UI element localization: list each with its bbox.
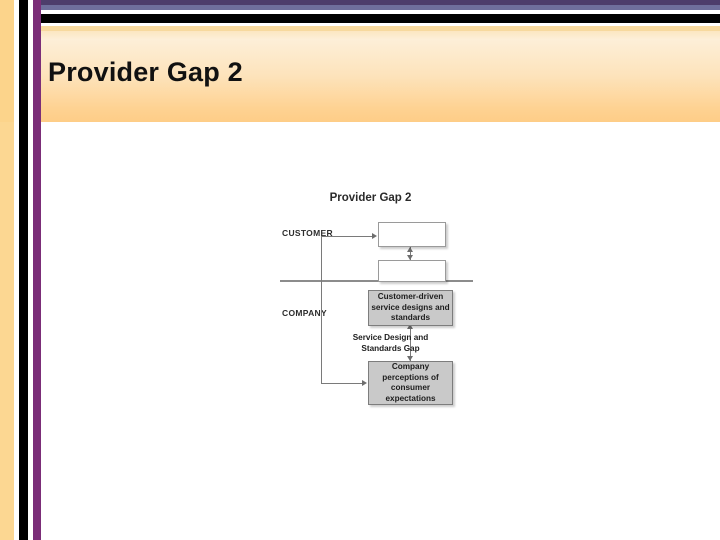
top-stripe-purple-dark (0, 0, 720, 5)
diagram-title: Provider Gap 2 (329, 192, 412, 204)
section-label-company: COMPANY (282, 308, 327, 318)
diagram-box-service-standards: Customer-driven service designs and stan… (368, 290, 453, 326)
header-band (0, 26, 720, 122)
left-stripe-black (19, 0, 28, 540)
connector-customer-vertical (321, 236, 322, 383)
connector-standards-perceptions (410, 326, 411, 361)
top-stripe-white-upper (0, 10, 720, 14)
box-standards-text: Customer-driven service designs and stan… (371, 292, 450, 323)
top-stripe-black (0, 14, 720, 23)
arrowhead-into-perceptions (362, 379, 367, 386)
top-stripe-white-lower (0, 23, 720, 26)
diagram-box-customer-lower (378, 260, 446, 282)
gap-model-diagram: Provider Gap 2 CUSTOMER COMPANY Customer… (268, 190, 473, 415)
customer-company-divider (280, 280, 473, 282)
gap-label: Service Design and Standards Gap (352, 333, 429, 353)
connector-customer-horizontal (321, 236, 375, 237)
arrowhead-top-boxes-up (407, 247, 413, 252)
left-stripe-tan (0, 0, 14, 540)
top-stripe-purple-light (0, 5, 720, 10)
section-label-customer: CUSTOMER (282, 228, 333, 238)
box-perceptions-text: Company perceptions of consumer expectat… (382, 362, 439, 403)
left-stripe-purple (33, 0, 41, 540)
arrowhead-gap-up (407, 324, 413, 329)
diagram-box-company-perceptions: Company perceptions of consumer expectat… (368, 361, 453, 405)
arrowhead-top-boxes-down (407, 255, 413, 260)
arrowhead-into-top-box (372, 232, 377, 239)
header-top-accent-line (0, 26, 720, 31)
left-stripe-white-b (28, 0, 33, 540)
connector-top-boxes (410, 247, 411, 260)
left-stripe-tan-header (0, 0, 14, 122)
arrowhead-gap-down (407, 356, 413, 361)
connector-to-perceptions (321, 383, 365, 384)
left-stripe-white-a (14, 0, 19, 540)
diagram-box-customer-upper (378, 222, 446, 247)
page-title: Provider Gap 2 (48, 57, 243, 87)
